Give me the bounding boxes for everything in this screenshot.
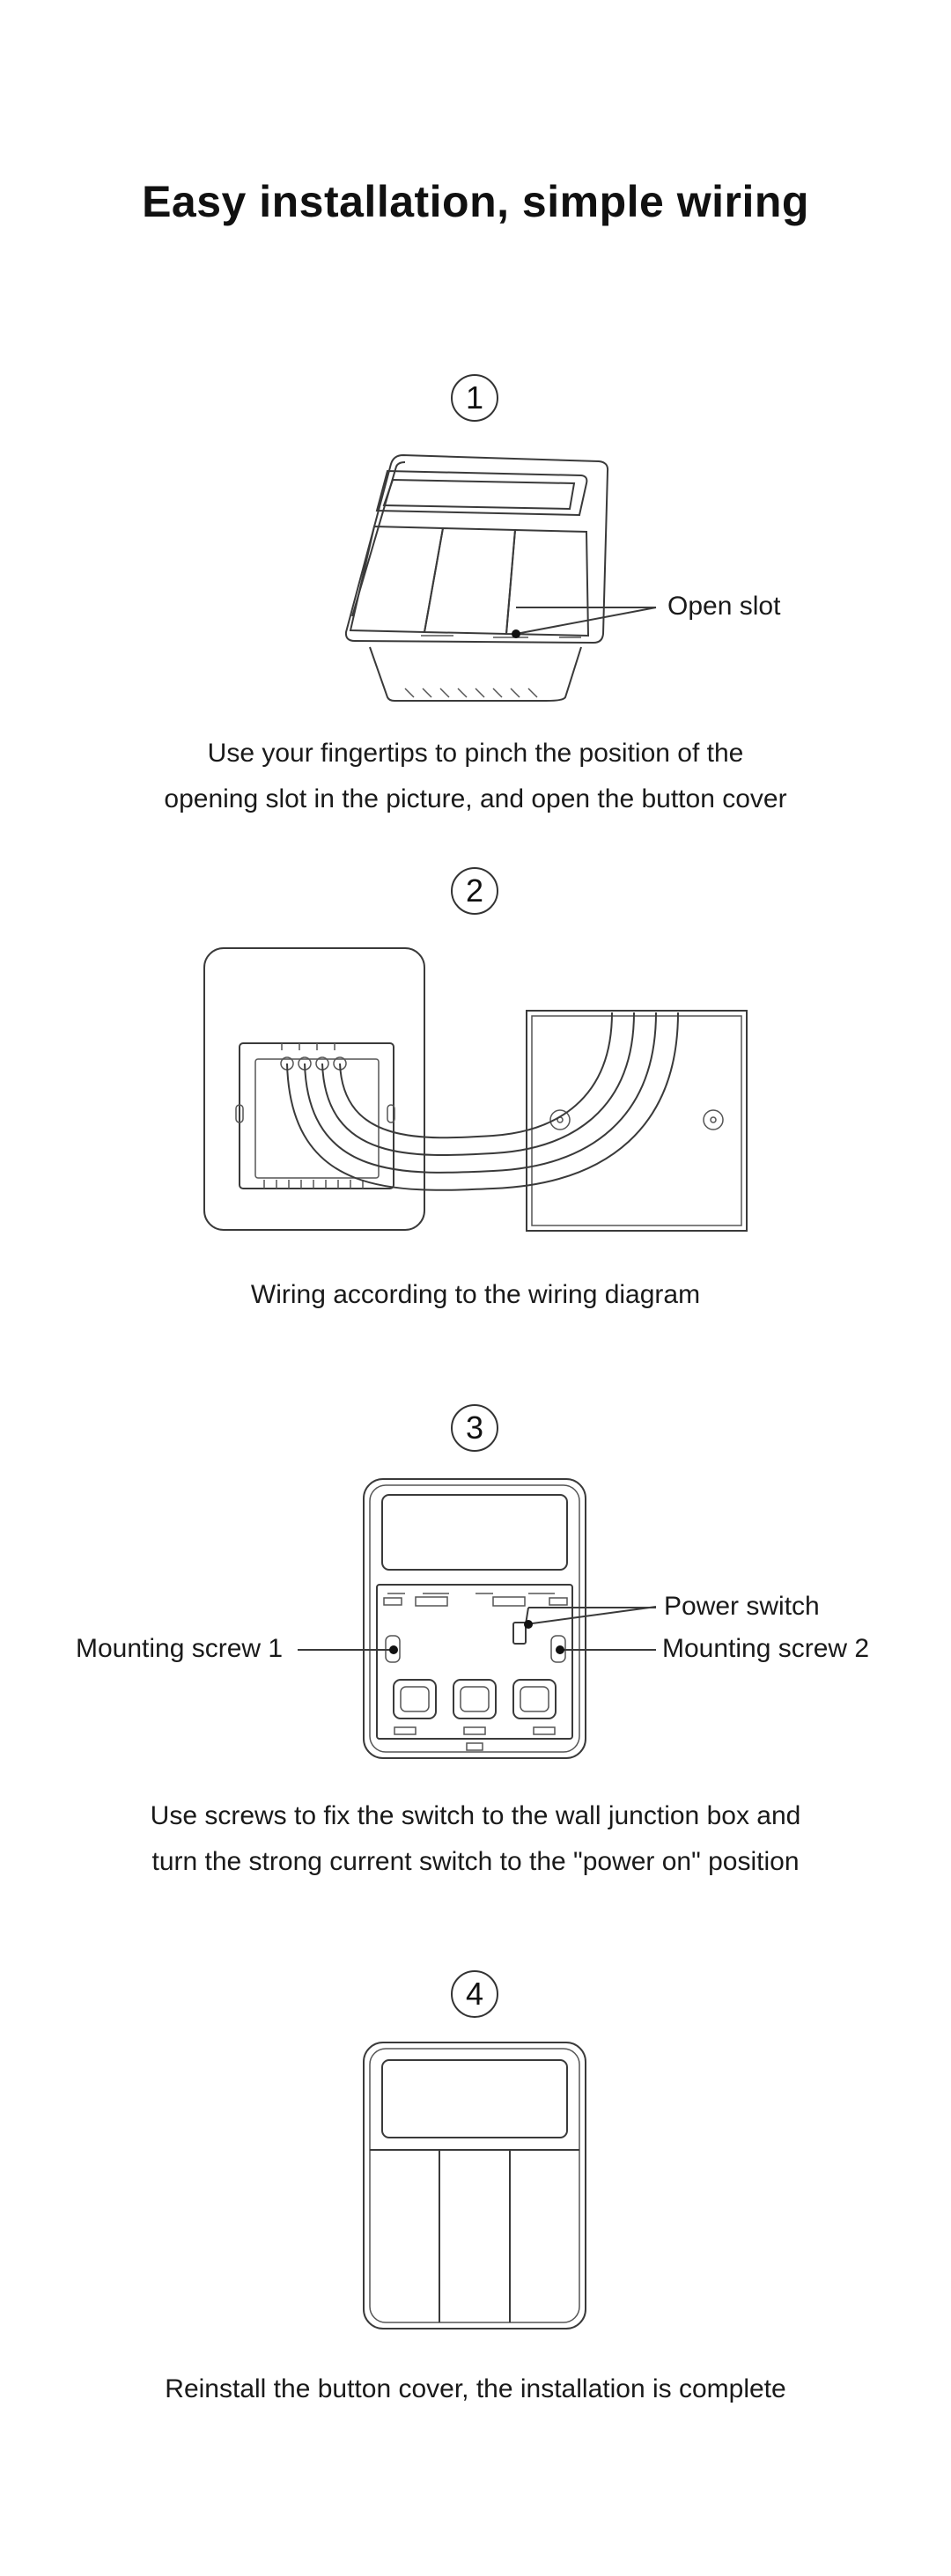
step-2-number: 2 <box>451 867 498 915</box>
callout-open-slot: Open slot <box>667 592 781 621</box>
wiring-cables <box>286 1012 679 1191</box>
step-1-caption-line-1: Use your fingertips to pinch the positio… <box>207 739 744 768</box>
step-3-caption-line-1: Use screws to fix the switch to the wall… <box>150 1801 801 1830</box>
step-4-number: 4 <box>451 1970 498 2018</box>
step-3-caption: Use screws to fix the switch to the wall… <box>0 1793 951 1885</box>
step-2-caption-line-1: Wiring according to the wiring diagram <box>250 1280 701 1309</box>
step-3-caption-line-2: turn the strong current switch to the "p… <box>151 1847 800 1876</box>
switch-perspective-drawing <box>344 453 657 702</box>
step-1-number: 1 <box>451 374 498 422</box>
step-3-callout-lines <box>298 1606 657 1654</box>
callout-mounting-screw-1: Mounting screw 1 <box>76 1634 284 1663</box>
callout-mounting-screw-2: Mounting screw 2 <box>662 1634 870 1663</box>
switch-front-open <box>363 1478 586 1759</box>
callout-power-switch: Power switch <box>664 1592 820 1621</box>
step-1-caption-line-2: opening slot in the picture, and open th… <box>164 784 787 813</box>
wall-junction-box <box>526 1010 748 1232</box>
step-3-number: 3 <box>451 1404 498 1452</box>
switch-front-closed <box>363 2042 586 2329</box>
switch-back-panel <box>203 947 425 1231</box>
step-4-caption: Reinstall the button cover, the installa… <box>0 2366 951 2412</box>
step-2-caption: Wiring according to the wiring diagram <box>0 1272 951 1318</box>
step-1-caption: Use your fingertips to pinch the positio… <box>0 731 951 822</box>
page-title: Easy installation, simple wiring <box>142 177 809 226</box>
step-4-caption-line-1: Reinstall the button cover, the installa… <box>165 2374 786 2403</box>
